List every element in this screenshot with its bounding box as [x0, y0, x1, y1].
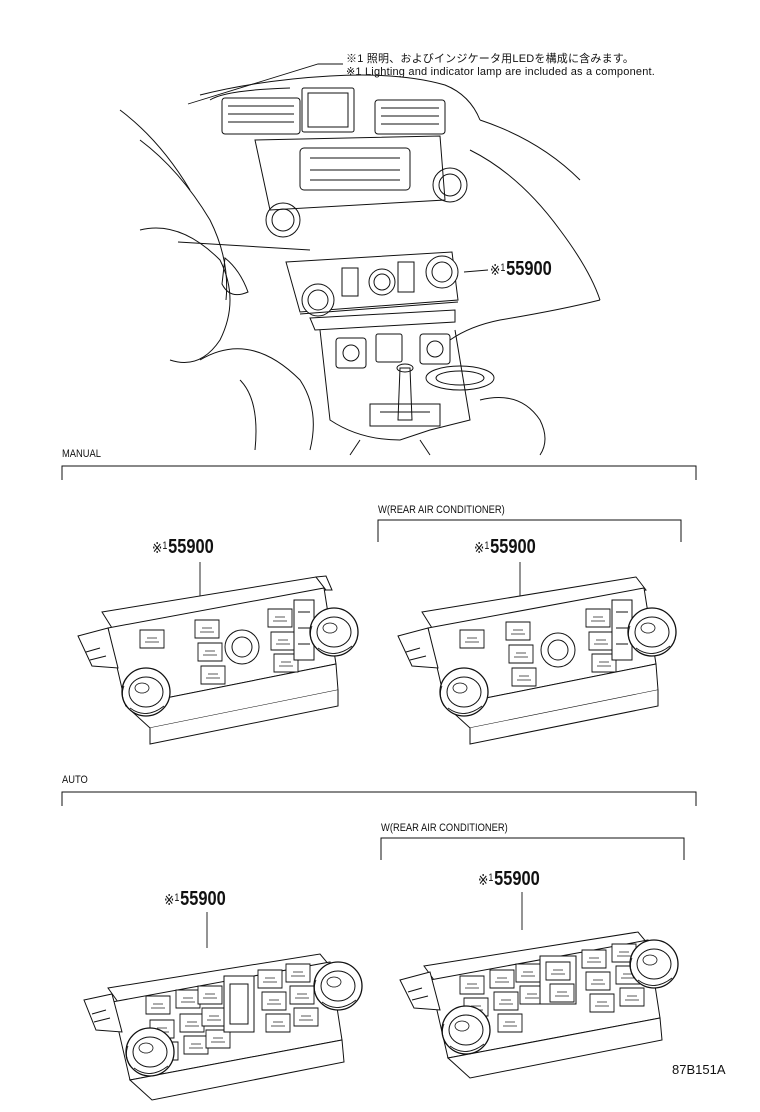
- part-number-mark: ※: [474, 540, 485, 557]
- section-label-manual-rear-ac: W(REAR AIR CONDITIONER): [378, 504, 505, 516]
- part-number-superscript: 1: [162, 540, 168, 552]
- auto-bracket: [62, 792, 696, 806]
- part-number-superscript: 1: [174, 892, 180, 904]
- auto-rear-ac-control-unit: [400, 892, 679, 1078]
- dashboard-illustration: [120, 75, 600, 455]
- part-number-mark: ※: [478, 872, 489, 889]
- part-number-mark: ※: [490, 262, 501, 279]
- dashboard-part-leader: [464, 270, 488, 272]
- section-label-manual: MANUAL: [62, 448, 101, 460]
- manual-bracket: [62, 466, 696, 480]
- auto-rear-ac-bracket: [381, 838, 684, 860]
- diagram-code: 87B151A: [672, 1062, 726, 1077]
- manual-rear-ac-control-unit: [398, 562, 677, 744]
- auto-control-unit: [84, 912, 363, 1100]
- part-number-mark: ※: [164, 892, 175, 909]
- part-number-manual: ※155900: [152, 536, 214, 559]
- part-number-value: 55900: [168, 536, 214, 558]
- note-leader-line: [188, 64, 343, 104]
- note-japanese: ※1 照明、およびインジケータ用LEDを構成に含みます。: [346, 53, 635, 65]
- part-number-superscript: 1: [484, 540, 490, 552]
- part-number-auto-rear-ac: ※155900: [478, 868, 540, 891]
- part-number-value: 55900: [490, 536, 536, 558]
- manual-rear-ac-bracket: [378, 520, 681, 542]
- part-number-value: 55900: [494, 868, 540, 890]
- part-number-value: 55900: [506, 258, 552, 280]
- part-number-superscript: 1: [500, 262, 506, 274]
- part-number-auto: ※155900: [164, 888, 226, 911]
- note-english: ※1 Lighting and indicator lamp are inclu…: [346, 66, 656, 78]
- manual-control-unit: [78, 562, 359, 744]
- part-number-manual-rear-ac: ※155900: [474, 536, 536, 559]
- part-number-value: 55900: [180, 888, 226, 910]
- part-number-superscript: 1: [488, 872, 494, 884]
- section-label-auto-rear-ac: W(REAR AIR CONDITIONER): [381, 822, 508, 834]
- part-number-dashboard: ※155900: [490, 258, 552, 281]
- section-label-auto: AUTO: [62, 774, 88, 786]
- part-number-mark: ※: [152, 540, 163, 557]
